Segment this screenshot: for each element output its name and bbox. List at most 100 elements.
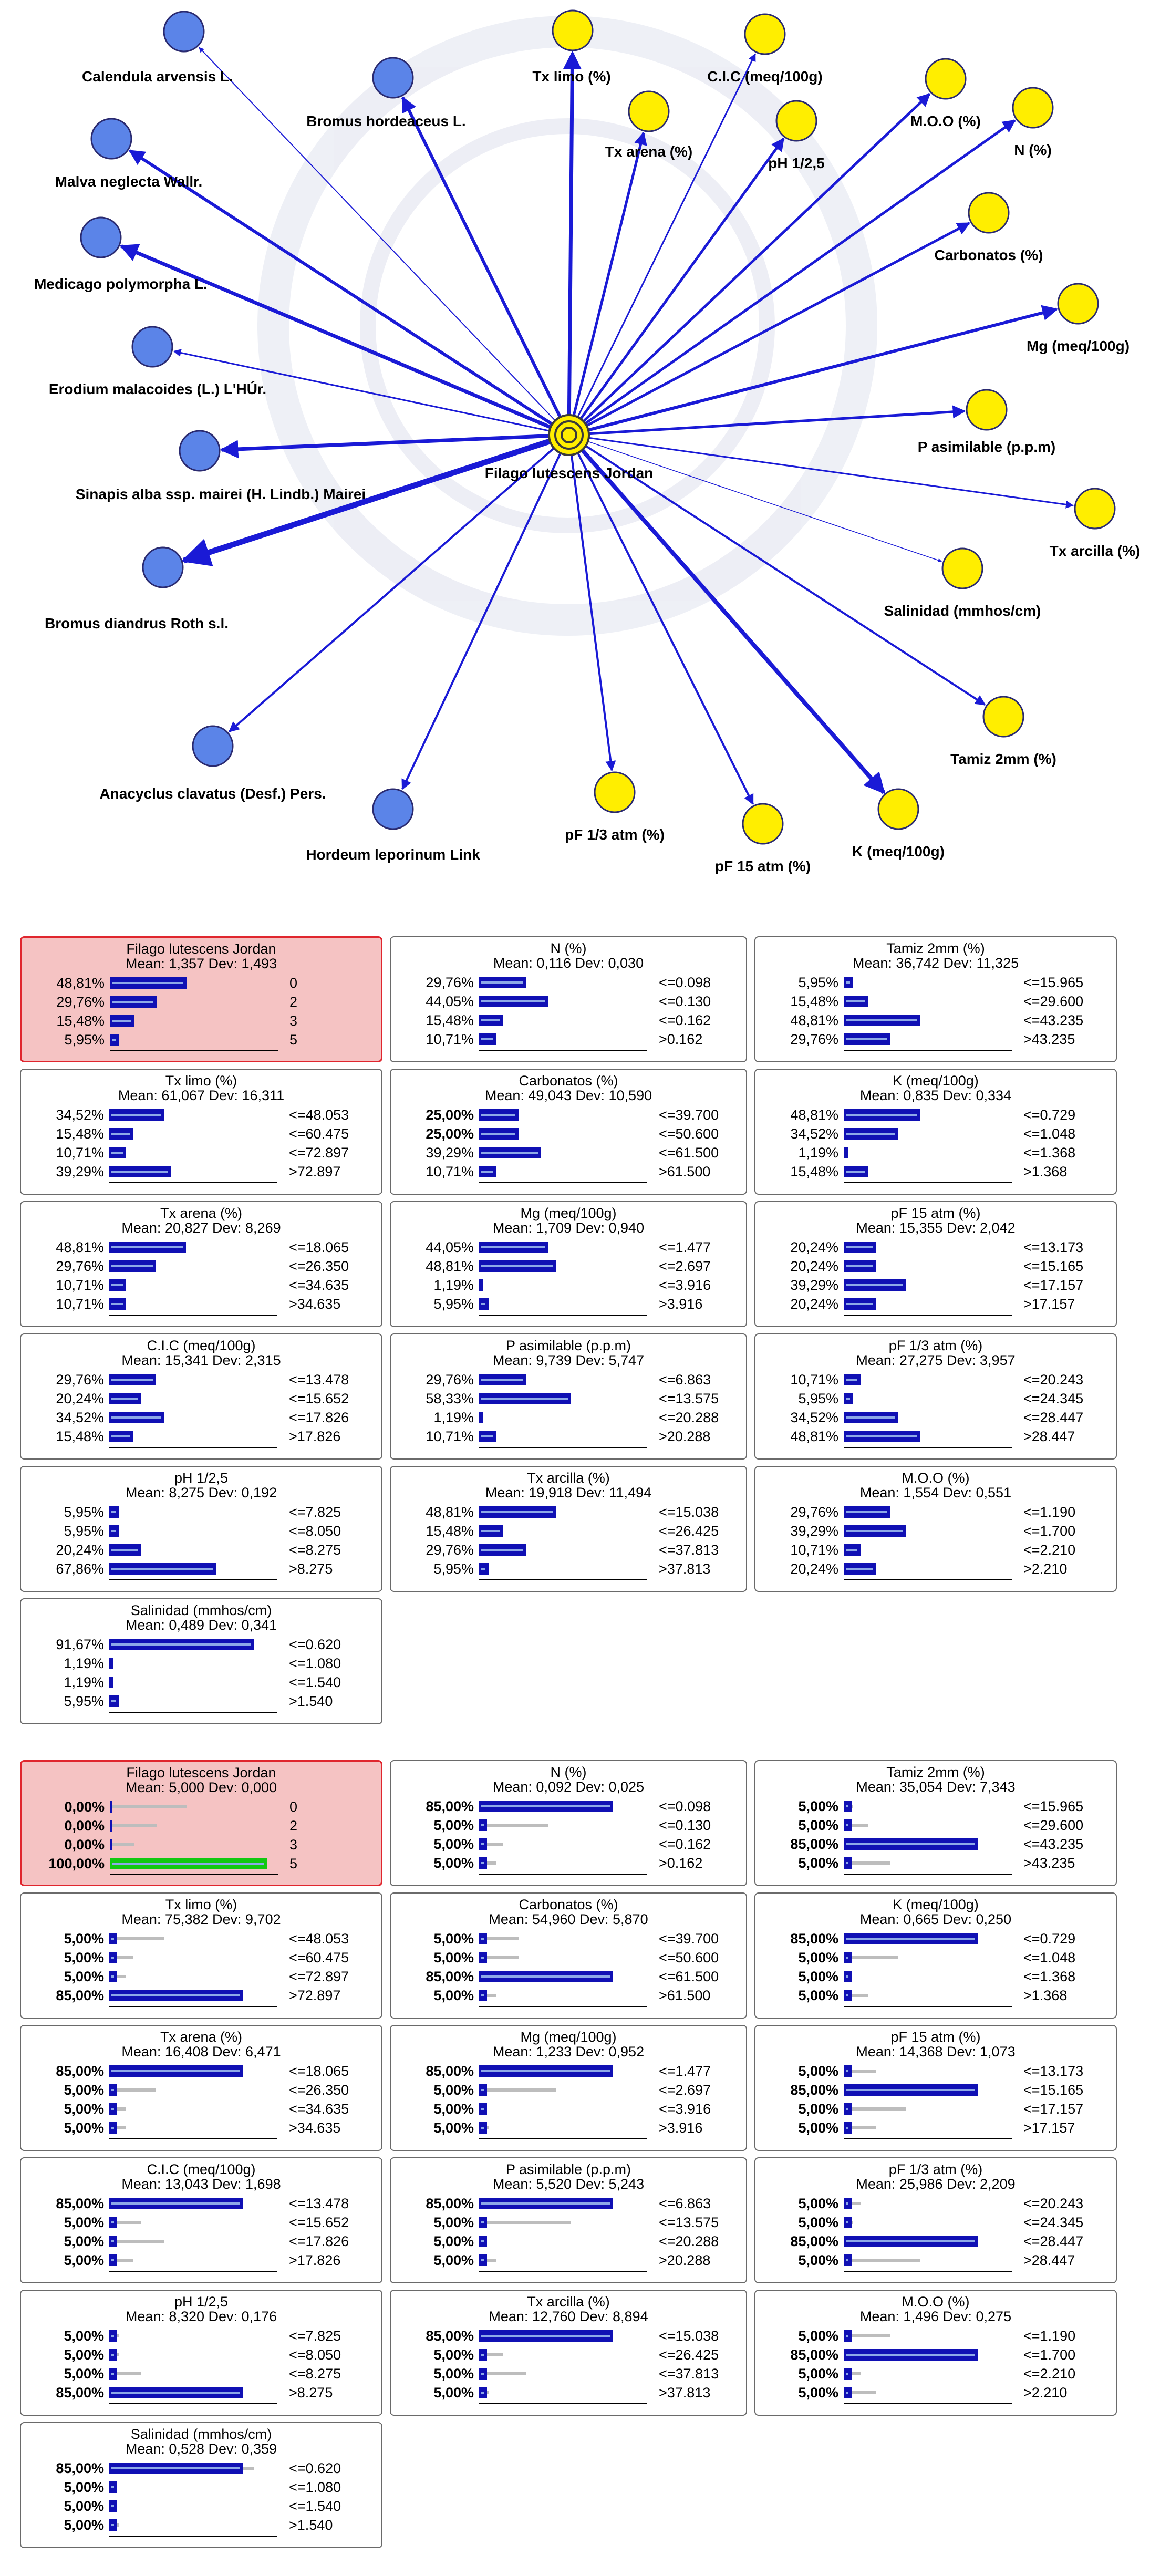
state-probability: 85,00% — [790, 2233, 838, 2249]
node-hordeum[interactable] — [372, 788, 414, 830]
probability-track — [479, 1109, 637, 1121]
node-pf15[interactable] — [742, 803, 784, 845]
state-row: 5,00%<=20.288 — [391, 2233, 746, 2250]
state-probability: 15,48% — [790, 994, 838, 1009]
node-salinidad[interactable] — [941, 547, 983, 589]
probability-bar — [844, 2236, 978, 2247]
node-txlimo[interactable] — [552, 9, 594, 51]
state-probability: 85,00% — [426, 1798, 474, 1814]
probability-track — [479, 1544, 637, 1556]
node-pf13[interactable] — [594, 771, 636, 813]
state-probability: 44,05% — [426, 994, 474, 1009]
node-tamiz[interactable] — [982, 696, 1024, 738]
node-bromus_d[interactable] — [142, 546, 184, 588]
state-threshold: <=72.897 — [289, 1145, 349, 1161]
state-threshold: <=39.700 — [659, 1107, 719, 1123]
state-threshold: <=0.130 — [659, 994, 711, 1009]
posterior-panel[interactable]: P asimilable (p.p.m)Mean: 5,520 Dev: 5,2… — [390, 2157, 747, 2283]
state-row: 5,00%<=15.652 — [21, 2214, 381, 2231]
node-malva[interactable] — [90, 118, 132, 160]
probability-bar — [109, 1166, 171, 1177]
state-threshold: <=60.475 — [289, 1950, 349, 1965]
state-threshold: >1.368 — [1023, 1988, 1068, 2003]
node-mg[interactable] — [1057, 283, 1099, 325]
node-bromus_h[interactable] — [372, 57, 414, 99]
probability-bar — [109, 1639, 254, 1650]
node-label-bromus_h: Bromus hordeaceus L. — [306, 113, 465, 129]
probability-track — [479, 1971, 637, 1982]
state-threshold: <=28.447 — [1023, 2233, 1084, 2249]
node-txarcilla[interactable] — [1074, 488, 1116, 530]
state-row: 5,00%<=34.635 — [21, 2101, 381, 2117]
posterior-panel[interactable]: Salinidad (mmhos/cm)Mean: 0,528 Dev: 0,3… — [20, 2422, 382, 2548]
probability-track — [844, 1279, 1001, 1291]
state-probability: 5,00% — [433, 1931, 474, 1947]
probability-bar — [479, 2254, 487, 2266]
state-threshold: <=13.478 — [289, 1372, 349, 1388]
state-probability: 85,00% — [426, 2063, 474, 2079]
node-calendula[interactable] — [163, 11, 205, 53]
probability-bar — [844, 2065, 852, 2077]
posterior-panel[interactable]: P asimilable (p.p.m)Mean: 9,739 Dev: 5,7… — [390, 1333, 747, 1460]
probability-track — [844, 1801, 1001, 1812]
state-probability: 1,19% — [64, 1656, 104, 1671]
node-sinapis[interactable] — [179, 430, 221, 472]
node-k[interactable] — [877, 788, 919, 830]
probability-bar — [479, 1298, 489, 1310]
probability-bar — [109, 1260, 157, 1272]
node-erodium[interactable] — [131, 326, 173, 368]
state-row: 34,52%<=28.447 — [755, 1409, 1116, 1426]
probability-track — [844, 1298, 1001, 1310]
probability-bar — [844, 2103, 852, 2115]
prior-probability-marker — [479, 1824, 549, 1827]
node-cic[interactable] — [744, 13, 786, 55]
state-threshold: <=13.173 — [1023, 2063, 1084, 2079]
probability-track — [109, 2481, 267, 2493]
state-probability: 25,00% — [426, 1107, 474, 1123]
state-row: 1,19%<=20.288 — [391, 1409, 746, 1426]
posterior-panel[interactable]: Salinidad (mmhos/cm)Mean: 0,489 Dev: 0,3… — [20, 1598, 382, 1724]
node-label-mg: Mg (meq/100g) — [1027, 338, 1130, 354]
node-moo[interactable] — [925, 58, 967, 100]
node-ph[interactable] — [775, 100, 817, 142]
node-n[interactable] — [1012, 87, 1054, 129]
node-medicago[interactable] — [80, 216, 122, 258]
state-threshold: <=15.652 — [289, 1391, 349, 1406]
probability-bar — [109, 2481, 117, 2493]
node-pasim[interactable] — [966, 389, 1008, 431]
probability-bar — [479, 2217, 487, 2228]
probability-track — [479, 1933, 637, 1944]
node-txarena[interactable] — [628, 90, 670, 132]
node-carbonatos[interactable] — [968, 192, 1010, 234]
node-anacyclus[interactable] — [192, 725, 234, 767]
state-probability: 34,52% — [56, 1107, 104, 1123]
